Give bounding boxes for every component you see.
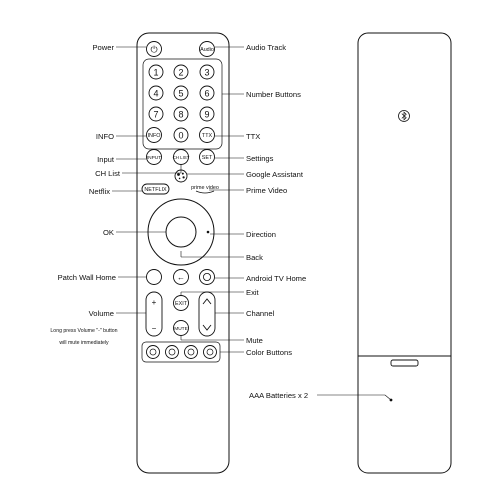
label-long-press-note-2: will mute immediately — [59, 340, 109, 346]
netflix-button[interactable]: NETFLIX — [141, 183, 170, 195]
back-button[interactable]: ← — [173, 269, 189, 285]
label-mute: Mute — [246, 336, 263, 345]
label-exit: Exit — [246, 288, 260, 297]
label-power: Power — [92, 43, 114, 52]
svg-text:2: 2 — [178, 68, 183, 78]
label-patch-wall-home: Patch Wall Home — [58, 273, 116, 282]
number-pad-frame — [142, 58, 223, 150]
svg-text:0: 0 — [178, 131, 183, 141]
audio-button[interactable]: Audio — [199, 41, 215, 57]
digit-button[interactable]: 3 — [199, 64, 215, 80]
info-button[interactable]: INFO — [146, 127, 162, 143]
svg-text:MUTE: MUTE — [174, 326, 188, 332]
input-button[interactable]: INPUT — [146, 149, 162, 165]
label-direction: Direction — [246, 230, 276, 239]
volume-rocker[interactable]: + − — [145, 291, 163, 337]
svg-text:TTX: TTX — [202, 133, 213, 139]
settings-button[interactable]: SET — [199, 149, 215, 165]
leader-lines — [112, 46, 392, 401]
label-aaa-batteries: AAA Batteries x 2 — [249, 391, 308, 400]
label-color-buttons: Color Buttons — [246, 348, 292, 357]
digit-button[interactable]: 8 — [173, 106, 189, 122]
svg-text:1: 1 — [153, 68, 158, 78]
svg-text:9: 9 — [204, 110, 209, 120]
label-google-assistant: Google Assistant — [246, 170, 304, 179]
svg-text:6: 6 — [204, 89, 209, 99]
prime-video-button[interactable]: prime video — [191, 185, 219, 194]
color-button[interactable] — [146, 345, 160, 359]
svg-text:3: 3 — [204, 68, 209, 78]
dpad-right-dot — [206, 230, 210, 234]
label-number-buttons: Number Buttons — [246, 90, 301, 99]
power-icon: ⏻ — [150, 45, 157, 55]
color-button[interactable] — [165, 345, 179, 359]
label-ch-list: CH List — [95, 169, 121, 178]
label-back: Back — [246, 253, 263, 262]
svg-text:5: 5 — [178, 89, 183, 99]
color-button[interactable] — [184, 345, 198, 359]
label-netflix: Netflix — [89, 187, 110, 196]
bluetooth-icon — [398, 110, 410, 122]
label-channel: Channel — [246, 309, 275, 318]
label-settings: Settings — [246, 154, 274, 163]
battery-pointer-dot — [389, 398, 393, 402]
label-long-press-note-1: Long press Volume "-" button — [50, 328, 117, 334]
svg-text:−: − — [152, 324, 157, 333]
digit-button[interactable]: 2 — [173, 64, 189, 80]
number-pad: 1 2 3 4 5 6 7 8 9 0 — [148, 64, 215, 143]
svg-text:EXIT: EXIT — [175, 301, 188, 307]
svg-text:CH LIST: CH LIST — [173, 155, 190, 160]
google-assistant-icon — [177, 172, 185, 180]
svg-text:SET: SET — [202, 155, 213, 161]
svg-text:7: 7 — [153, 110, 158, 120]
patch-wall-home-button[interactable] — [146, 269, 162, 285]
battery-cover-latch — [390, 359, 419, 367]
svg-text:4: 4 — [153, 89, 158, 99]
svg-text:INFO: INFO — [148, 133, 161, 139]
channel-rocker[interactable] — [198, 291, 216, 337]
digit-button[interactable]: 6 — [199, 85, 215, 101]
svg-text:NETFLIX: NETFLIX — [144, 187, 167, 193]
digit-button[interactable]: 5 — [173, 85, 189, 101]
ok-button[interactable] — [165, 216, 197, 248]
label-input: Input — [97, 155, 115, 164]
mute-button[interactable]: MUTE — [173, 320, 189, 336]
chevron-down-icon — [202, 324, 212, 331]
android-tv-home-button[interactable] — [199, 269, 215, 285]
digit-button[interactable]: 9 — [199, 106, 215, 122]
chevron-up-icon — [202, 298, 212, 305]
svg-text:8: 8 — [178, 110, 183, 120]
remote-front-body — [136, 32, 230, 474]
label-android-tv-home: Android TV Home — [246, 274, 306, 283]
label-info: INFO — [96, 132, 114, 141]
ttx-button[interactable]: TTX — [199, 127, 215, 143]
label-ttx: TTX — [246, 132, 260, 141]
label-audio-track: Audio Track — [246, 43, 286, 52]
power-button[interactable]: ⏻ — [146, 41, 162, 57]
audio-key-label: Audio — [200, 47, 214, 53]
color-button[interactable] — [203, 345, 217, 359]
label-prime-video: Prime Video — [246, 186, 287, 195]
digit-button[interactable]: 1 — [148, 64, 164, 80]
label-volume: Volume — [89, 309, 114, 318]
back-arrow-icon: ← — [177, 273, 185, 282]
digit-button[interactable]: 4 — [148, 85, 164, 101]
digit-button[interactable]: 7 — [148, 106, 164, 122]
ch-list-button[interactable]: CH LIST — [173, 149, 190, 165]
color-buttons-frame — [141, 341, 221, 363]
exit-button[interactable]: EXIT — [173, 295, 189, 311]
svg-text:prime video: prime video — [191, 185, 219, 191]
remote-back-body — [357, 32, 452, 474]
label-ok: OK — [103, 228, 114, 237]
svg-text:INPUT: INPUT — [147, 155, 161, 161]
svg-text:+: + — [152, 298, 157, 307]
digit-button[interactable]: 0 — [173, 127, 189, 143]
android-tv-home-icon — [202, 272, 211, 281]
